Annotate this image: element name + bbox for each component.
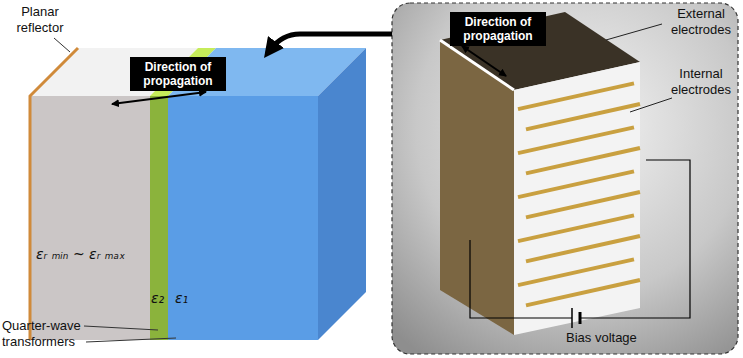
cube-edge (440, 40, 514, 90)
electrode-stripe (518, 127, 634, 153)
transformer1-front (168, 96, 318, 340)
leader-line (606, 24, 662, 40)
electrode-stripe (518, 171, 634, 197)
electrode-stripe (518, 259, 634, 285)
transformer-label: Quarter-wave transformers (2, 318, 84, 350)
propagation-arrow (112, 92, 206, 104)
permittivity-label: ε₁ (175, 290, 188, 306)
transformer1-side (318, 48, 366, 340)
cube-front (514, 62, 640, 335)
electrode-stripe (526, 236, 640, 261)
direction-label-box: Direction of propagation (130, 57, 226, 91)
electrode-stripe (526, 192, 640, 217)
battery-symbol (571, 308, 573, 328)
electrode-stripe (518, 83, 634, 109)
bias-label: Bias voltage (566, 330, 637, 346)
electrode-stripe (526, 148, 640, 173)
internal-electrodes (518, 83, 640, 305)
electrode-stripe (518, 215, 634, 241)
permittivity-range: εᵣ ₘᵢₙ ~ εᵣ ₘₐₓ (36, 246, 125, 262)
leader-line (86, 338, 176, 342)
leader-line (84, 326, 158, 330)
electrode-stripe (526, 280, 640, 305)
electrode-stripe (526, 104, 640, 129)
propagation-arrow (462, 46, 506, 76)
electrode-label: Internal electrodes (664, 66, 738, 98)
battery-symbol (579, 312, 582, 324)
transformer2-front (150, 96, 168, 340)
leader-line (54, 38, 70, 52)
slab-front (30, 96, 150, 340)
leader-line (630, 98, 672, 112)
reflector-label: Planar reflector (8, 4, 72, 36)
permittivity-label: ε₂ (151, 290, 164, 306)
inset-panel (392, 3, 738, 354)
electrode-label: External electrodes (664, 6, 738, 38)
box-text: Direction of propagation (456, 15, 540, 43)
planar-reflector (30, 48, 78, 340)
zoom-arrow (270, 34, 392, 50)
bias-wire (580, 160, 690, 318)
cube-left (440, 40, 514, 335)
direction-label-box: Direction of propagation (450, 12, 546, 46)
box-text: Direction of propagation (136, 60, 220, 88)
bias-wire (470, 240, 572, 318)
